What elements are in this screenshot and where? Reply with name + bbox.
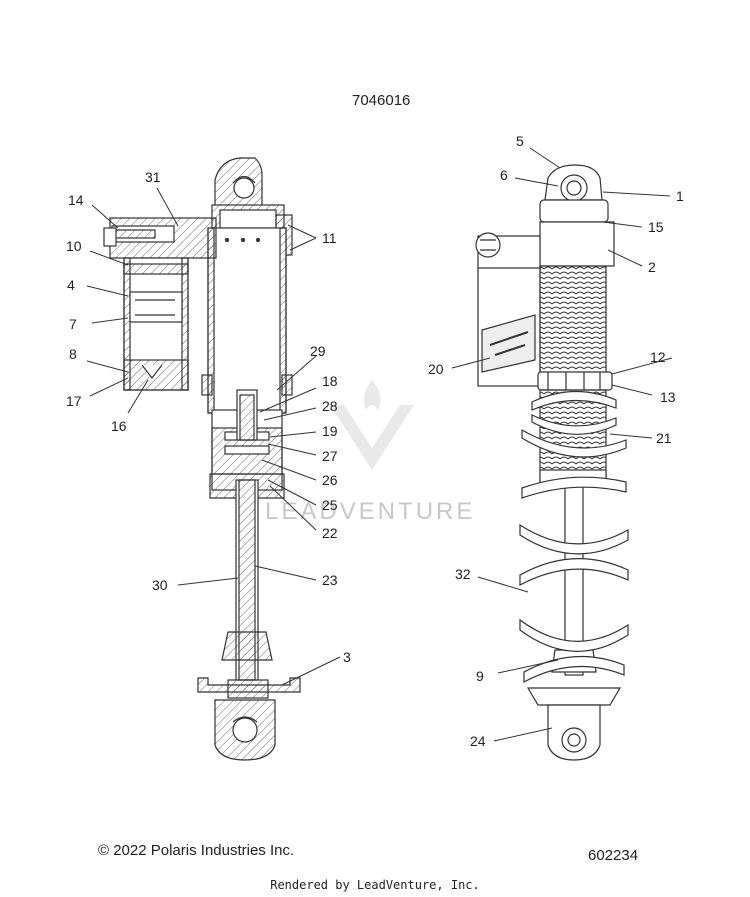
part-number: 7046016 xyxy=(352,92,411,109)
callout-2: 2 xyxy=(648,259,656,275)
watermark-text: LEADVENTURE xyxy=(265,498,476,525)
callout-11: 11 xyxy=(322,230,337,246)
callout-29: 29 xyxy=(310,343,326,359)
callout-5: 5 xyxy=(516,133,524,149)
callout-10: 10 xyxy=(66,238,82,254)
callout-4: 4 xyxy=(67,277,75,293)
callout-16: 16 xyxy=(111,418,127,434)
rendered-by-text: Rendered by LeadVenture, Inc. xyxy=(270,878,480,892)
leader-lines xyxy=(86,147,673,742)
callout-25: 25 xyxy=(322,497,338,513)
callout-15: 15 xyxy=(648,219,664,235)
callout-27: 27 xyxy=(322,448,338,464)
copyright-text: © 2022 Polaris Industries Inc. xyxy=(98,842,295,859)
callout-26: 26 xyxy=(322,472,338,488)
callout-9: 9 xyxy=(476,668,484,684)
coil-spring xyxy=(519,390,629,684)
callout-13: 13 xyxy=(660,389,676,405)
callout-6: 6 xyxy=(500,167,508,183)
callout-23: 23 xyxy=(322,572,338,588)
callout-20: 20 xyxy=(428,361,444,377)
callout-22: 22 xyxy=(322,525,338,541)
callout-8: 8 xyxy=(69,346,77,362)
callout-30: 30 xyxy=(152,577,168,593)
callout-32: 32 xyxy=(455,566,471,582)
callout-7: 7 xyxy=(69,316,77,332)
callout-19: 19 xyxy=(322,423,338,439)
callout-21: 21 xyxy=(656,430,672,446)
callout-3: 3 xyxy=(343,649,351,665)
callout-18: 18 xyxy=(322,373,338,389)
callout-12: 12 xyxy=(650,349,666,365)
diagram-id: 602234 xyxy=(588,847,639,864)
cutaway-shock xyxy=(103,157,301,761)
callout-14: 14 xyxy=(68,192,84,208)
watermark-logo xyxy=(330,380,414,470)
callout-1: 1 xyxy=(676,188,684,204)
callout-17: 17 xyxy=(66,393,82,409)
callout-31: 31 xyxy=(145,169,161,185)
callout-24: 24 xyxy=(470,733,486,749)
callout-28: 28 xyxy=(322,398,338,414)
